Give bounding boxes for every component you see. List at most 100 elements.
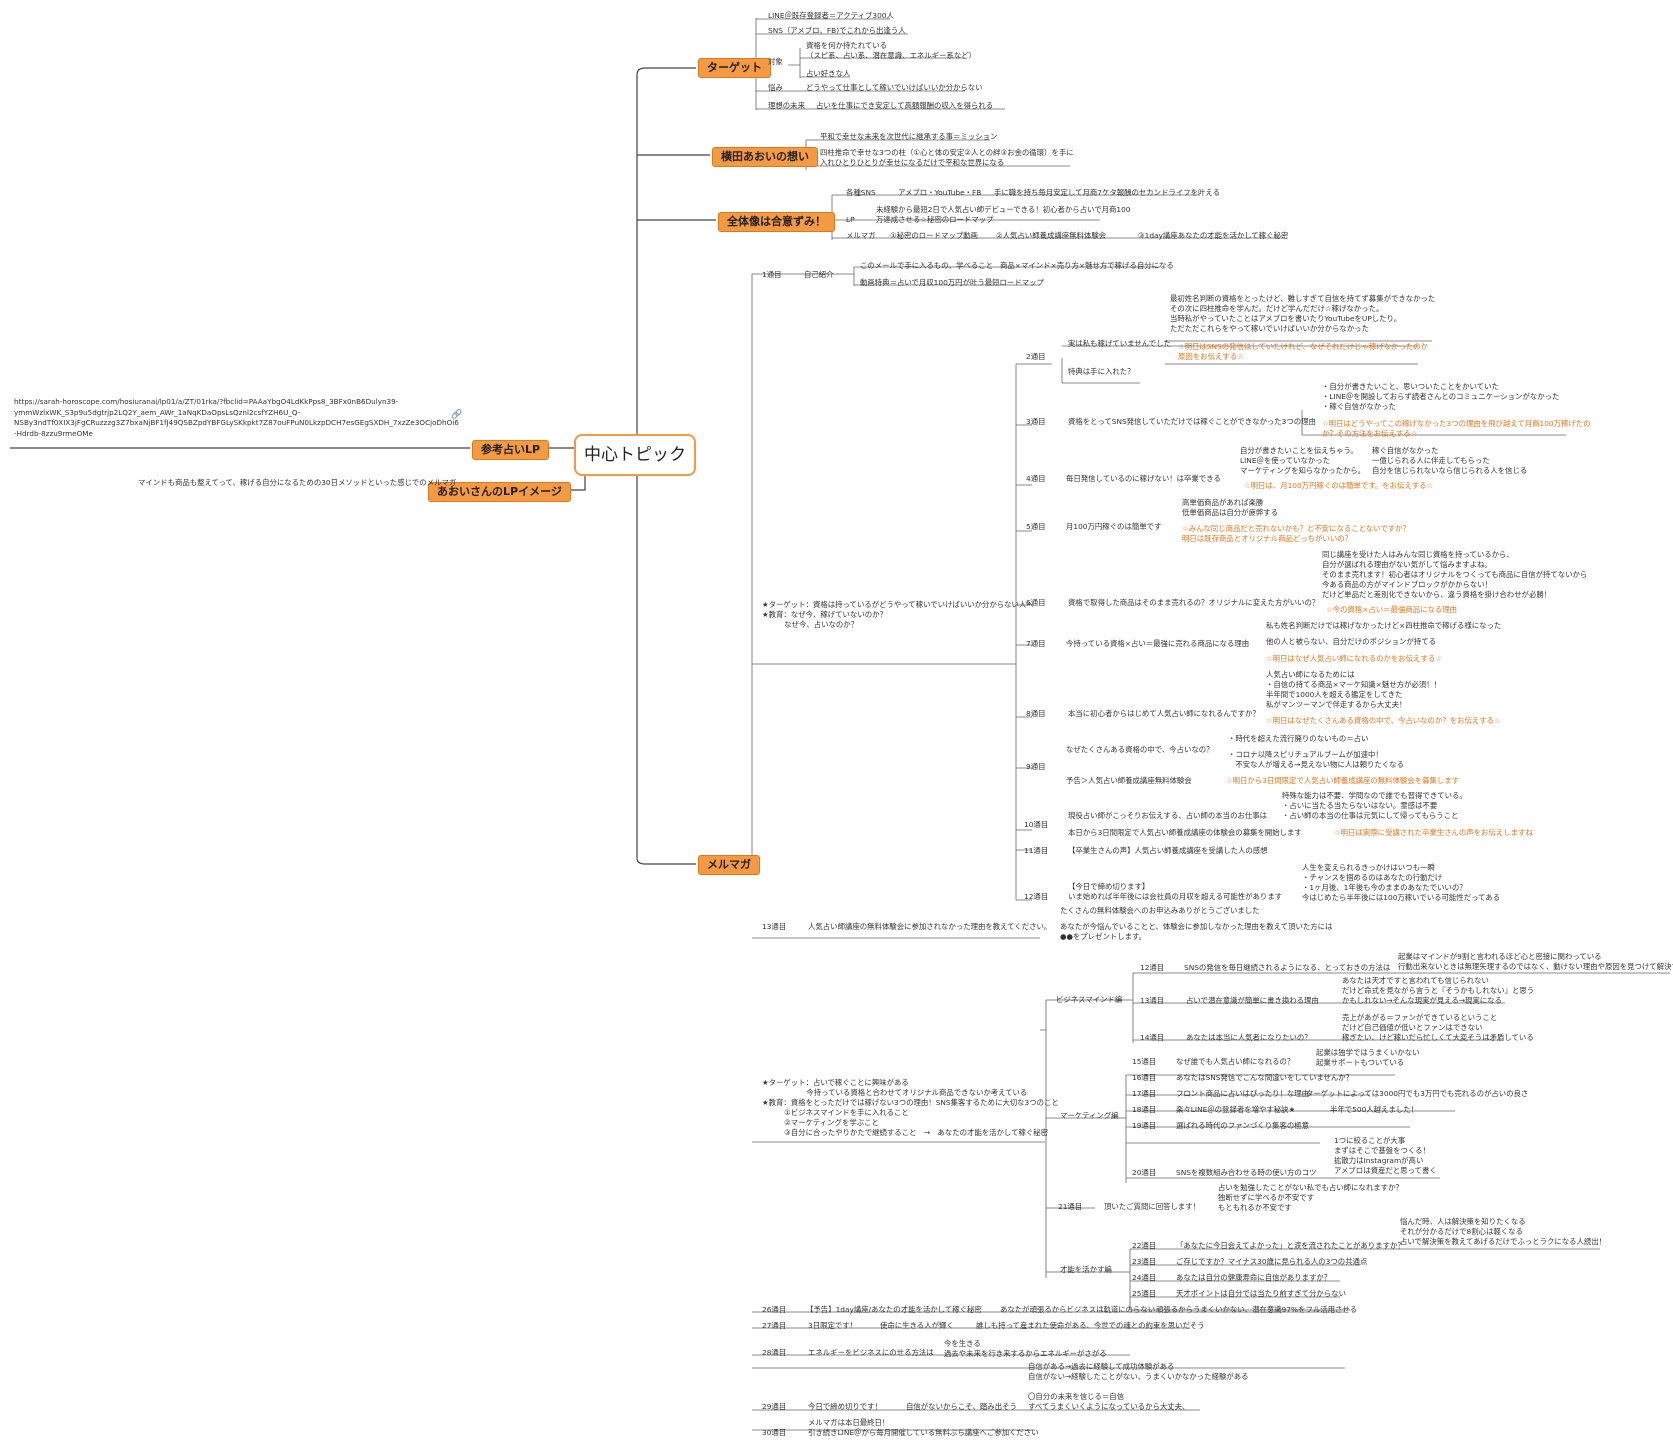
day-5: 5通目 <box>1026 522 1046 531</box>
d13-heading: 人気占い師講座の無料体験会に参加されなかった理由を教えてください。 <box>808 922 1052 931</box>
bm-d13-heading: 占いで潜在意識が簡単に書き換わる理由 <box>1186 996 1319 1005</box>
d1-formula: 商品×マインド×売り方×魅せ方で稼げる自分になる <box>1000 261 1174 270</box>
d2-orange: ☆明日はSNSの発信はしていたけれど、なぜそれだけじゃ稼げなかったのか 原因をお… <box>1178 342 1429 361</box>
self-intro: 自己紹介 <box>804 270 834 279</box>
d5-orange: ☆みんな同じ商品だと売れないかも？と不安になることないですか？ 明日は既存商品と… <box>1182 524 1410 543</box>
target-fortune-lover: 占い好きな人 <box>806 69 851 78</box>
day-24: 24通目 <box>1132 1273 1157 1282</box>
day-2: 2通目 <box>1026 352 1046 361</box>
nayami-label: 悩み <box>768 83 783 92</box>
d22-heading: 「あなたに今日会えてよかった」と涙を流されたことがありますか？ <box>1176 1241 1405 1250</box>
d12-text: 人生を変えられるきっかけはいつも一瞬 ・チャンスを掴めるのはあなたの行動だけ ・… <box>1302 863 1501 902</box>
d2-bonus: 特典は手に入れた？ <box>1068 367 1135 376</box>
d15-heading: なぜ誰でも人気占い師になれるの？ <box>1176 1057 1295 1066</box>
bm-d13-text: あなたは天才ですと言われても信じられない だけど命式を見ながら言うと『そうかもし… <box>1342 976 1535 1005</box>
day-15: 15通目 <box>1132 1057 1157 1066</box>
node-reference-lp[interactable]: 参考占いLP <box>472 440 550 460</box>
day-7: 7通目 <box>1026 639 1046 648</box>
d4-heading: 毎日発信しているのに稼げない！は卒業できる <box>1066 474 1221 483</box>
talent-section: 才能を活かす編 <box>1060 1265 1112 1274</box>
link-icon[interactable]: 🔗 <box>451 410 463 420</box>
d14-heading: あなたは本当に人気者になりたいの？ <box>1186 1033 1312 1042</box>
day-17: 17通目 <box>1132 1089 1157 1098</box>
target-sns: SNS（アメブロ、FB)でこれから出逢う人 <box>768 26 906 35</box>
d23-heading: ご存じですか？マイナス30歳に見られる人の3つの共通点 <box>1176 1257 1368 1266</box>
d17-text: ターゲットによっては3000円でも3万円でも売れるのが占いの良さ <box>1306 1089 1529 1098</box>
mission-text: 平和で幸せな未来を次世代に継承する事＝ミッション <box>820 132 998 141</box>
target-label: 対象 <box>768 57 783 66</box>
d13-text-1: たくさんの無料体験会へのお申込みありがとうございました <box>1060 906 1260 915</box>
d8-heading: 本当に初心者からはじめて人気占い師になれるんですか？ <box>1068 709 1260 718</box>
d7-orange: ☆明日はなぜ人気占い師になれるのかをお伝えする☆ <box>1266 654 1442 663</box>
d9-heading: なぜたくさんある資格の中で、今占いなの？ <box>1066 745 1214 754</box>
d8-text: 人気占い師になるためには ・自信の持てる商品×マーケ知識×魅せ方が必須！！ 半年… <box>1266 670 1441 709</box>
d2-heading: 実は私も稼げていませんでした <box>1068 339 1171 348</box>
day-19: 19通目 <box>1132 1121 1157 1130</box>
day-4: 4通目 <box>1026 474 1046 483</box>
overview-sns: 各種SNS <box>846 188 876 197</box>
d29-text: 自信がある→過去に経験して成功体験がある 自信がない→経験したことがない、うまく… <box>1028 1362 1249 1411</box>
d5-heading: 月100万円稼ぐのは簡単です <box>1066 522 1162 531</box>
d20-text: 1つに絞ることが大事 まずはそこで基盤をつくる！ 拡散力はInstagramが高… <box>1334 1136 1437 1175</box>
bm-day-13: 13通目 <box>1140 996 1165 1005</box>
d4-text: 自分が書きたいことを伝えちゃう。 LINE＠を使っていなかった マーケティングを… <box>1240 446 1366 475</box>
d3-text: ・自分が書きたいこと、思いついたことをかいていた ・LINE＠を開設しておらず読… <box>1322 382 1560 411</box>
d7-text-1: 私も姓名判断だけでは稼げなかったけど×四柱推命で稼げる様になった <box>1266 621 1502 630</box>
d29-heading: 今日で締め切りです！ <box>808 1402 882 1411</box>
d1-video: 動画特典＝占いで月収100万円が叶う最短ロードマップ <box>860 278 1044 287</box>
mirai-label: 理想の未来 <box>768 101 805 110</box>
business-mind-section: ビジネスマインド編 <box>1056 995 1123 1004</box>
d27-sub-2: 誰しも持って産まれた使命がある、今世での魂との約束を思いだそう <box>976 1321 1205 1330</box>
aoi-lp-description: マインドも商品も整えてって、稼げる自分になるための30日メソッドといった感じでの… <box>138 478 457 487</box>
node-mailmag[interactable]: メルマガ <box>698 855 760 875</box>
day-20: 20通目 <box>1132 1168 1157 1177</box>
d12-heading: 【今日で締め切ります】 いま始めれば半年後には会社員の月収を超える可能性がありま… <box>1068 882 1283 901</box>
d21-text: 占いを勉強したことがない私でも占い師になれますか？ 独断せずに学べるか不安です … <box>1218 1183 1403 1212</box>
d13-text-2: あなたが今悩んでいることと、体験会に参加しなかった理由を教えて頂いた方には ●●… <box>1060 922 1333 941</box>
bm-day-12: 12通目 <box>1140 963 1165 972</box>
d3-orange: ☆明日はどうやってこの稼げなかった3つの理由を飛び越えて月商100万稼げたの か… <box>1322 419 1591 438</box>
star-target-1: ★ターゲット：資格は持っているがどうやって稼いでいけばいいか分からない人へ ★教… <box>762 600 1034 629</box>
d19-heading: 選ばれる時代のファンづくり集客の極意 <box>1176 1121 1310 1130</box>
node-target[interactable]: ターゲット <box>698 58 771 78</box>
overview-lp-text: 未経験から最短2日で人気占い師デビューできる！初心者から占いで月商100 万達成… <box>876 205 1131 224</box>
overview-lp: LP <box>846 215 855 224</box>
d18-heading: 楽々LINE＠の登録者を増やす秘訣★ <box>1176 1105 1296 1114</box>
day-21: 21通目 <box>1058 1202 1083 1211</box>
central-topic[interactable]: 中心トピック <box>574 434 696 476</box>
node-thought[interactable]: 横田あおいの想い <box>712 147 818 167</box>
day-1: 1通目 <box>762 270 782 279</box>
star-target-2: ★ターゲット：占いで稼ぐことに興味がある 今持っている資格と合わせてオリジナル商… <box>762 1078 1059 1137</box>
d16-heading: あなたはSNS発信でこんな間違いをしていませんか？ <box>1176 1073 1354 1082</box>
day-30: 30通目 <box>762 1428 787 1437</box>
day-26: 26通目 <box>762 1305 787 1314</box>
d20-heading: SNSを複数組み合わせる時の使い方のコツ <box>1176 1168 1317 1177</box>
day-6: 6通目 <box>1026 598 1046 607</box>
overview-mm-1: ①秘密のロードマップ動画 <box>890 231 978 240</box>
d9-preview: 予告＞人気占い師養成講座無料体験会 <box>1066 776 1192 785</box>
d7-heading: 今持っている資格×占い＝最強に売れる商品になる理由 <box>1066 639 1250 648</box>
d9-text-1: ・時代を超えた流行廃りのないもの＝占い <box>1228 734 1369 743</box>
reference-url[interactable]: https://sarah-horoscope.com/hosiuranai/l… <box>14 397 459 438</box>
d27-sub-1: 使命に生きる人が輝く <box>880 1321 954 1330</box>
d4-text-2: 稼ぐ自信がなかった 一億じられる人に伴走してもらった 自分を信じられないなら信じ… <box>1372 446 1528 475</box>
overview-sns-goal: 手に職を持ち毎月安定して月商7ケタ報酬のセカンドライフを叶える <box>994 188 1220 197</box>
pillars-text: 四柱推命で幸せな3つの柱（①心と体の安定②人との絆③お金の循環）を手に 入れひと… <box>820 148 1074 167</box>
node-overview[interactable]: 全体像は合意ずみ！ <box>718 212 835 232</box>
target-qualified: 資格を何か持たれている （スピ系、占い系、潜在意識、エネルギー系など） <box>806 41 976 60</box>
day-10: 10通目 <box>1024 820 1049 829</box>
d26-sub-2: 頑張るからうまくいかない、潜在意識97%をフル活用させる <box>1156 1305 1358 1314</box>
d1-learn: このメールで手に入るもの、学べること <box>860 261 994 270</box>
day-18: 18通目 <box>1132 1105 1157 1114</box>
day-29: 29通目 <box>762 1402 787 1411</box>
node-aoi-lp-image[interactable]: あおいさんのLPイメージ <box>428 482 571 502</box>
d29-sub: 自信がないからこそ、踏み出そう <box>906 1402 1017 1411</box>
d3-heading: 資格をとってSNS発信していただけでは稼ぐことができなかった3つの理由 <box>1068 417 1316 426</box>
overview-mm-3: ③1day講座あなたの才能を活かして稼ぐ秘密 <box>1138 231 1289 240</box>
d6-orange: ☆今の資格×占い＝最強商品になる理由 <box>1326 605 1458 614</box>
d9-text-2: ・コロナ以降スピリチュアルブームが加速中！ 不安な人が増える→見えない物に人は頼… <box>1228 750 1404 769</box>
bm-d12-text: 起業はマインドが9割と言われるほど心と密接に関わっている 行動出来ないときは無理… <box>1398 952 1673 971</box>
day-13: 13通目 <box>762 922 787 931</box>
bm-d12-heading: SNSの発信を毎日継続されるようになる、とっておきの方法は <box>1184 963 1391 972</box>
